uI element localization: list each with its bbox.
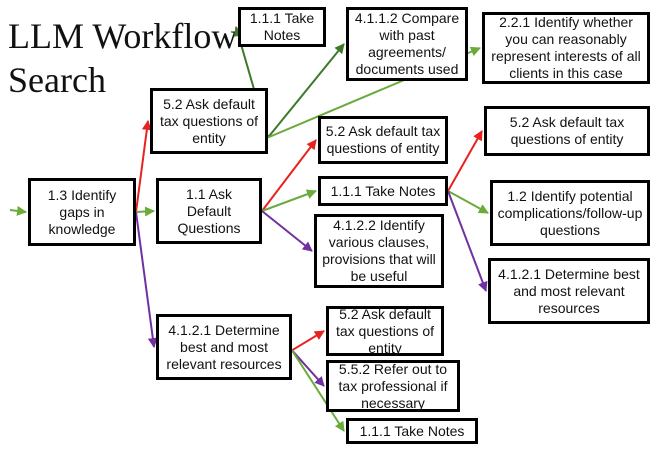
node-5-2-ask-default-tax-top[interactable]: 5.2 Ask default tax questions of entity [150, 88, 268, 154]
edge-n13-to-n52_top [135, 120, 152, 213]
node-1-1-1-take-notes-mid[interactable]: 1.1.1 Take Notes [318, 176, 448, 206]
node-2-2-1-identify-representation[interactable]: 2.2.1 Identify whether you can reasonabl… [482, 12, 650, 84]
node-4-1-2-1-determine-resources-bottom[interactable]: 4.1.2.1 Determine best and most relevant… [156, 314, 292, 380]
edge-n11_ask-to-n4122 [261, 210, 313, 252]
node-5-2-ask-default-tax-mid[interactable]: 5.2 Ask default tax questions of entity [318, 116, 448, 164]
node-1-1-1-take-notes-bottom[interactable]: 1.1.1 Take Notes [346, 418, 478, 444]
node-1-1-1-take-notes-top[interactable]: 1.1.1 Take Notes [238, 7, 326, 47]
edge-n4121_bottom-to-n52_bottom [291, 330, 325, 352]
edge-n4121_bottom-to-n111_bottom [291, 349, 345, 432]
node-4-1-1-2-compare-agreements[interactable]: 4.1.1.2 Compare with past agreements/ do… [346, 7, 468, 81]
node-1-2-identify-complications[interactable]: 1.2 Identify potential complications/fol… [490, 180, 650, 246]
node-5-5-2-refer-out[interactable]: 5.5.2 Refer out to tax professional if n… [326, 360, 460, 412]
edge-n111_mid-to-n4121_right [447, 190, 488, 292]
node-1-1-ask-default-questions[interactable]: 1.1 Ask Default Questions [156, 178, 262, 244]
edge-n111_mid-to-n12 [447, 190, 489, 214]
node-5-2-ask-default-tax-right[interactable]: 5.2 Ask default tax questions of entity [484, 106, 650, 156]
edge-entry-to-n13 [9, 205, 27, 216]
edge-n111_mid-to-n52_right [447, 130, 483, 192]
edge-n11_ask-to-n111_mid [261, 189, 317, 212]
node-4-1-2-1-determine-resources-right[interactable]: 4.1.2.1 Determine best and most relevant… [488, 258, 650, 324]
edge-n11_ask-to-n52_mid [261, 139, 317, 212]
edge-n4121_bottom-to-n552 [291, 349, 325, 387]
edge-n13-to-n11_ask [135, 206, 155, 217]
edge-n52_top-to-n4112 [267, 43, 345, 139]
edge-n13-to-n4121_bottom [135, 211, 158, 348]
diagram-title: LLM Workflow Search [8, 16, 238, 100]
node-1-3-identify-gaps[interactable]: 1.3 Identify gaps in knowledge [28, 178, 136, 246]
node-4-1-2-2-identify-clauses[interactable]: 4.1.2.2 Identify various clauses, provis… [314, 214, 444, 288]
node-5-2-ask-default-tax-bottom[interactable]: 5.2 Ask default tax questions of entity [326, 306, 444, 356]
